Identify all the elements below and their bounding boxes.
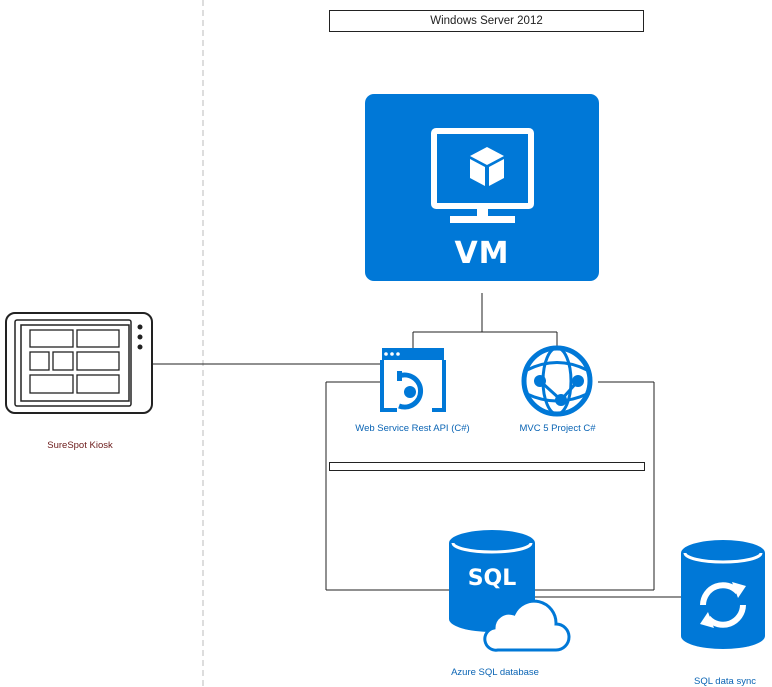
- monitor-cube-icon: [431, 128, 534, 223]
- server-title: Windows Server 2012: [430, 15, 543, 27]
- web-app-globe-icon: [521, 345, 593, 417]
- vm-label: VM: [454, 236, 510, 271]
- sql-badge: SQL: [467, 566, 517, 591]
- web-service-icon: [380, 348, 446, 412]
- sql-sync-label: SQL data sync: [694, 676, 756, 687]
- mvc-label: MVC 5 Project C#: [519, 423, 596, 434]
- data-layer-bar: [329, 462, 645, 471]
- server-title-box: Windows Server 2012: [329, 10, 644, 32]
- kiosk-tablet-icon: [5, 312, 153, 414]
- kiosk-label: SureSpot Kiosk: [47, 440, 113, 451]
- database-sync-icon: [681, 540, 765, 649]
- web-api-label: Web Service Rest API (C#): [355, 423, 470, 434]
- azure-sql-label: Azure SQL database: [451, 667, 539, 678]
- database-cloud-icon: [449, 530, 571, 652]
